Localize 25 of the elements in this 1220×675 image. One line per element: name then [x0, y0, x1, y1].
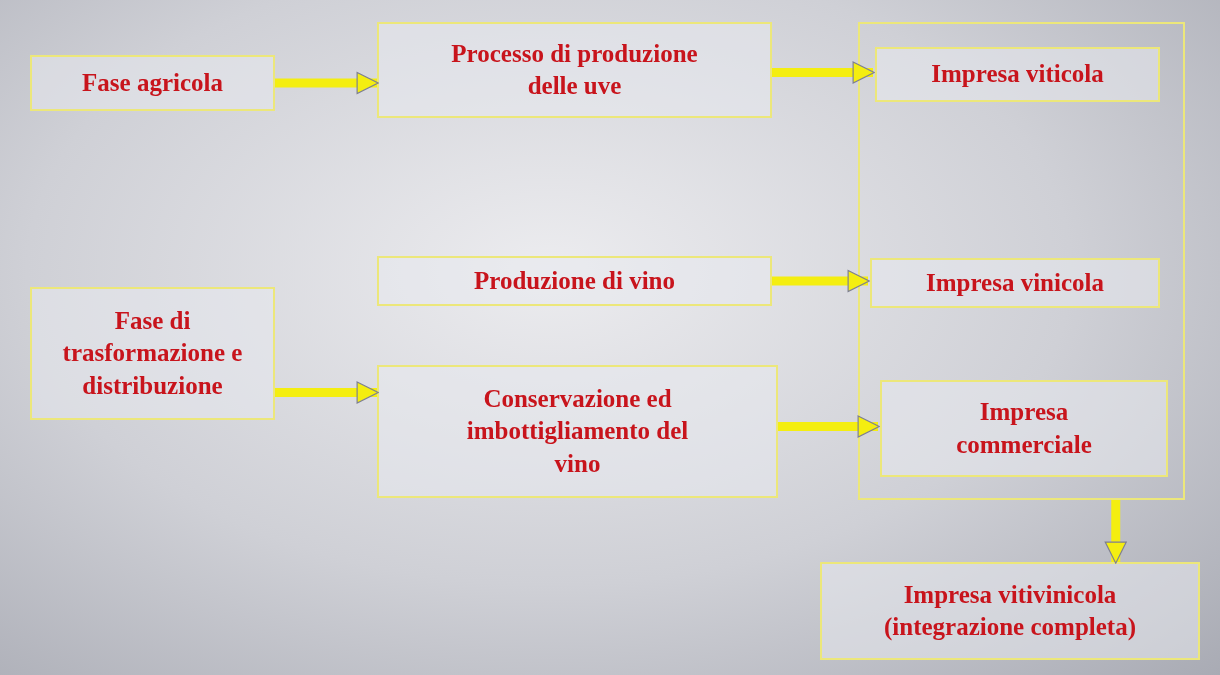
node-label: Conservazione ed imbottigliamento del vino: [465, 383, 690, 479]
node-label: Impresa commerciale: [955, 397, 1093, 460]
node-label: Impresa vinicola: [926, 267, 1104, 298]
node-label: Processo di produzione delle uve: [450, 38, 699, 101]
text-box: [880, 380, 1168, 477]
node-label: Fase di trasformazione e distribuzione: [61, 305, 244, 401]
text-box: [377, 256, 772, 306]
node-label: Impresa vitivinicola (integrazione completa): [883, 579, 1137, 643]
text-box: [377, 365, 778, 498]
node-label: Produzione di vino: [474, 265, 675, 296]
text-box: [820, 562, 1200, 660]
text-box: [30, 287, 275, 420]
block-arrow: [275, 71, 379, 95]
group-box: [858, 22, 1185, 500]
text-box: [377, 22, 772, 118]
block-arrow: [1104, 500, 1127, 564]
node-label: Fase agricola: [82, 67, 223, 98]
block-arrow: [275, 381, 379, 404]
node-label: Impresa viticola: [931, 59, 1104, 90]
block-arrow: [772, 269, 870, 293]
text-box: [30, 55, 275, 111]
text-box: [875, 47, 1160, 102]
text-box: [870, 258, 1160, 308]
block-arrow: [772, 61, 875, 84]
block-arrow: [778, 415, 880, 438]
